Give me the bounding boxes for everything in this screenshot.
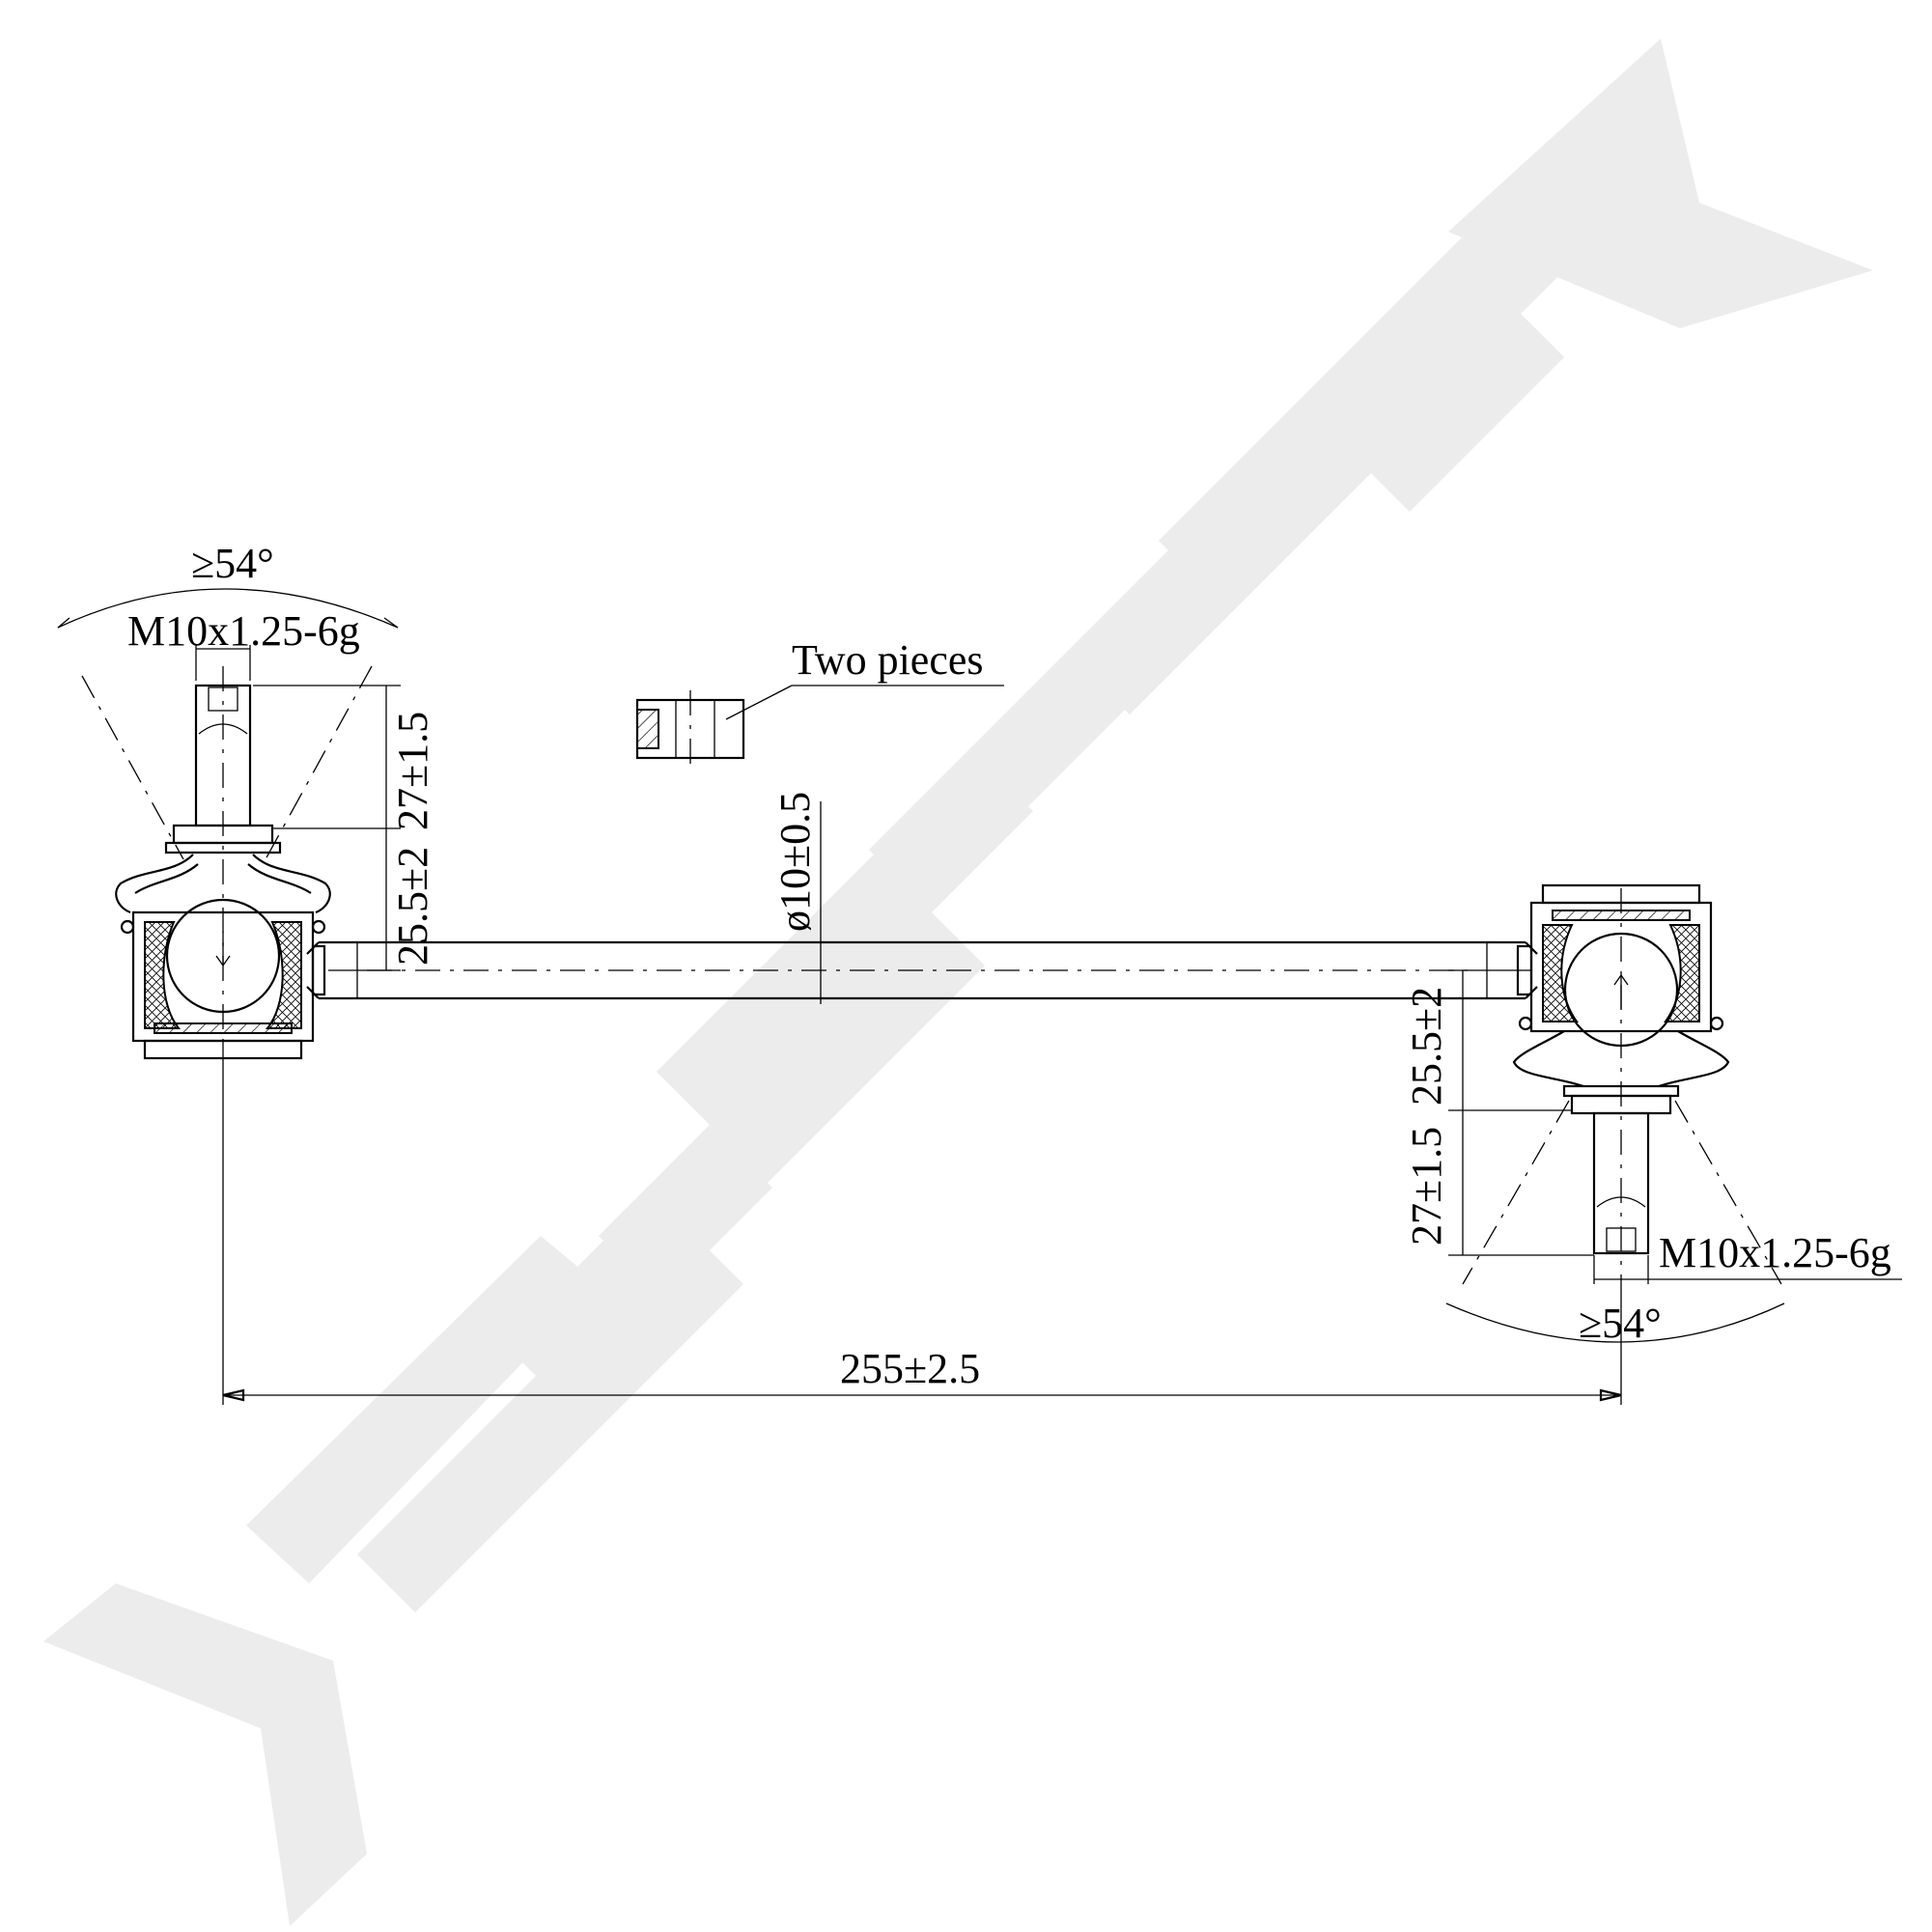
- angle-arc-top: [57, 588, 399, 860]
- rod-diameter-label: ø10±0.5: [771, 792, 819, 932]
- ball-height-top-label: 25.5±2: [389, 847, 436, 966]
- overall-length-label: 255±2.5: [840, 1345, 980, 1392]
- left-ball-joint: [115, 666, 331, 1060]
- stud-length-top-label: 27±1.5: [389, 712, 436, 830]
- nut-detail: [635, 685, 1004, 768]
- ball-height-bottom-label: 25.5±2: [1403, 987, 1450, 1106]
- stud-length-bottom-label: 27±1.5: [1403, 1127, 1450, 1246]
- angle-bottom-label: ≥54°: [1579, 1300, 1662, 1347]
- right-ball-joint: [1512, 883, 1730, 1274]
- watermark-logo: [43, 39, 1873, 1926]
- dim-lines: [195, 645, 1902, 1405]
- angle-arc-bottom: [1445, 1100, 1785, 1343]
- angle-top-label: ≥54°: [191, 540, 274, 587]
- nut-note-label: Two pieces: [792, 636, 984, 684]
- thread-top-label: M10x1.25-6g: [127, 607, 360, 655]
- thread-bottom-label: M10x1.25-6g: [1659, 1229, 1891, 1276]
